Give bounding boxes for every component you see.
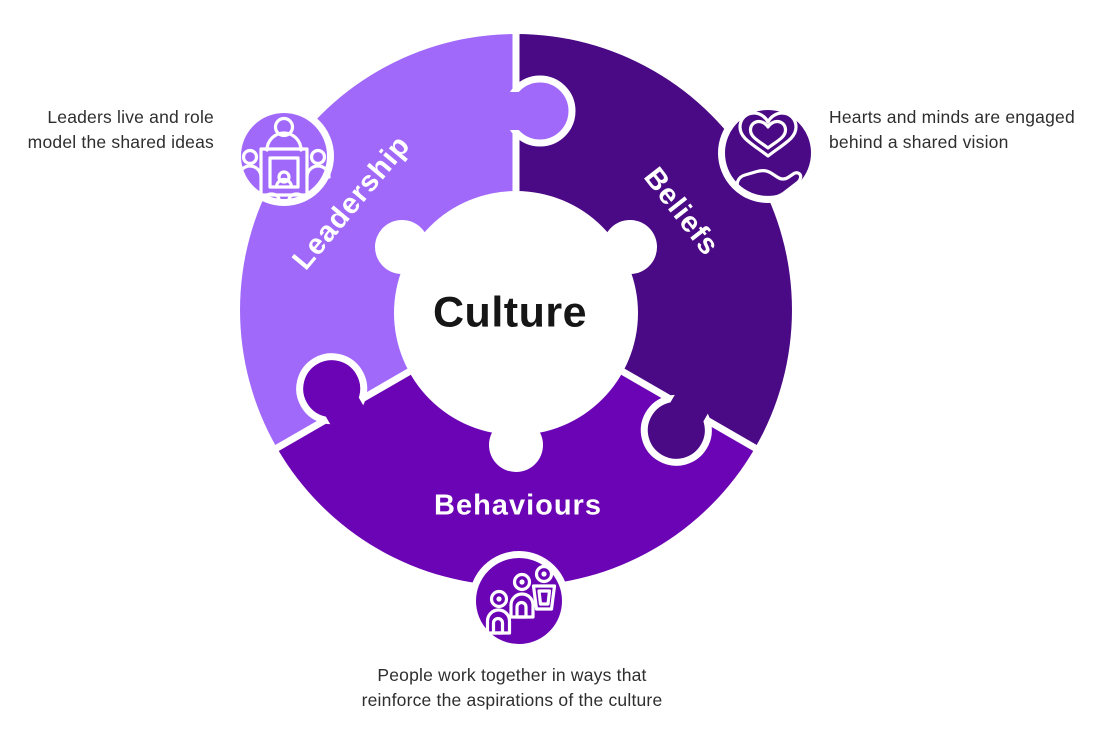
leadership-caption: Leaders live and role model the shared i… [8,105,214,155]
beliefs-icon-badge [718,103,818,203]
behaviours-icon-badge [469,551,569,651]
behaviours-caption-line-1: People work together in ways that [377,665,647,685]
beliefs-caption: Hearts and minds are engaged behind a sh… [829,105,1097,155]
behaviours-caption-line-2: reinforce the aspirations of the culture [361,690,663,710]
puzzle-knob-leadership [503,75,576,147]
puzzle-knob-behaviours [296,353,368,431]
leadership-icon-badge [234,106,334,206]
center-hub [375,191,657,472]
segment-label-behaviours: Behaviours [434,489,602,522]
hand-holding-heart-icon [735,111,803,200]
people-group-icon [485,564,557,635]
puzzle-knob-beliefs [640,388,712,466]
beliefs-caption-line-1: Hearts and minds are engaged [829,107,1075,127]
center-title: Culture [433,288,587,337]
meeting-leader-icon [237,116,331,202]
leadership-caption-line-1: Leaders live and role [47,107,214,127]
behaviours-caption: People work together in ways that reinfo… [302,663,722,713]
leadership-caption-line-2: model the shared ideas [27,132,214,152]
beliefs-caption-line-2: behind a shared vision [829,132,1009,152]
